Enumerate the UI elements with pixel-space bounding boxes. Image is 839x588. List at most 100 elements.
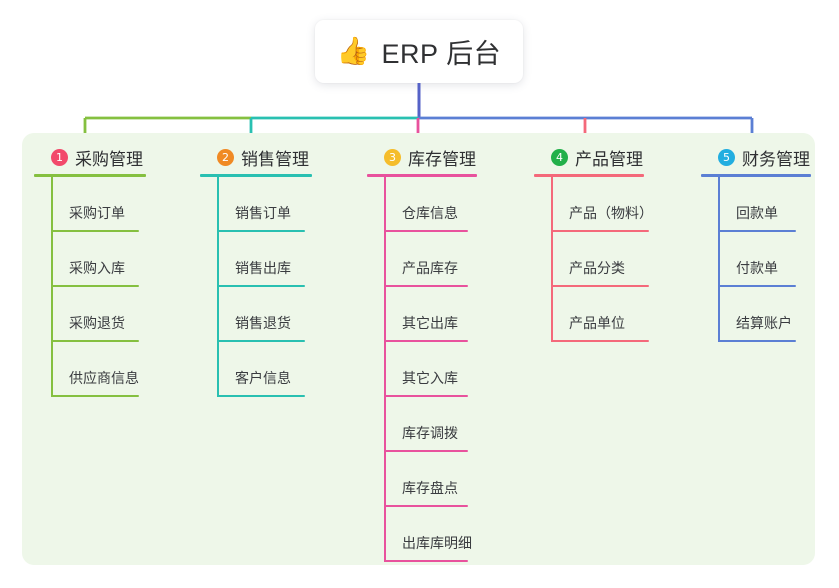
sub-item-label: 产品库存 <box>402 260 458 276</box>
branch-number-badge: 2 <box>217 148 234 166</box>
sub-item-rule <box>384 395 468 397</box>
sub-item-label: 其它入库 <box>402 370 458 386</box>
branch-spine <box>718 177 720 342</box>
sub-item-rule <box>217 230 305 232</box>
sub-item-rule <box>51 285 139 287</box>
sub-item-rule <box>384 560 468 562</box>
sub-item-rule <box>384 505 468 507</box>
sub-item-label: 供应商信息 <box>69 370 139 386</box>
branch-4: 4 产品管理产品（物料） 产品分类产品单位 <box>534 145 653 342</box>
branch-header-2[interactable]: 2 销售管理 <box>200 145 312 169</box>
sub-item-rule <box>217 285 305 287</box>
sub-item-label: 采购入库 <box>69 260 125 276</box>
sub-item[interactable]: 销售退货 <box>217 287 312 342</box>
sub-item-rule <box>384 285 468 287</box>
branch-header-rule <box>34 174 146 177</box>
sub-item-label: 采购订单 <box>69 205 125 221</box>
branch-2: 2 销售管理销售订单销售出库销售退货客户信息 <box>200 145 312 397</box>
sub-item-label: 库存盘点 <box>402 480 458 496</box>
branch-header-rule <box>200 174 312 177</box>
sub-item[interactable]: 产品库存 <box>384 232 477 287</box>
branch-spine <box>51 177 53 397</box>
sub-item[interactable]: 产品（物料） <box>551 177 653 232</box>
branch-title: 销售管理 <box>241 149 309 169</box>
sub-item-label: 客户信息 <box>235 370 291 386</box>
sub-item-label: 产品单位 <box>569 315 625 331</box>
sub-item-label: 产品（物料） <box>569 205 653 221</box>
branch-3: 3 库存管理仓库信息产品库存其它出库其它入库库存调拨库存盘点出库库明细 <box>367 145 477 562</box>
sub-item-rule <box>718 230 796 232</box>
branch-title: 库存管理 <box>408 149 476 169</box>
branches-panel <box>22 133 815 565</box>
sub-item[interactable]: 供应商信息 <box>51 342 146 397</box>
sub-item[interactable]: 销售出库 <box>217 232 312 287</box>
branch-header-rule <box>701 174 811 177</box>
sub-item-rule <box>51 340 139 342</box>
branch-header-4[interactable]: 4 产品管理 <box>534 145 644 169</box>
sub-item-rule <box>384 450 468 452</box>
branch-header-rule <box>534 174 644 177</box>
branch-sub-list: 仓库信息产品库存其它出库其它入库库存调拨库存盘点出库库明细 <box>384 177 477 562</box>
sub-item[interactable]: 采购入库 <box>51 232 146 287</box>
sub-item[interactable]: 客户信息 <box>217 342 312 397</box>
sub-item[interactable]: 采购订单 <box>51 177 146 232</box>
branch-header-rule <box>367 174 477 177</box>
sub-item-label: 其它出库 <box>402 315 458 331</box>
sub-item[interactable]: 采购退货 <box>51 287 146 342</box>
root-node[interactable]: 👍 ERP 后台 <box>315 20 523 83</box>
sub-item-rule <box>384 230 468 232</box>
sub-item-label: 库存调拨 <box>402 425 458 441</box>
branch-number-badge: 5 <box>718 148 735 166</box>
sub-item-label: 销售退货 <box>235 315 291 331</box>
branch-sub-list: 采购订单采购入库采购退货供应商信息 <box>51 177 146 397</box>
sub-item[interactable]: 销售订单 <box>217 177 312 232</box>
thumbs-up-icon: 👍 <box>336 36 371 66</box>
sub-item[interactable]: 其它出库 <box>384 287 477 342</box>
sub-item-rule <box>718 285 796 287</box>
sub-item[interactable]: 回款单 <box>718 177 811 232</box>
sub-item-label: 销售订单 <box>235 205 291 221</box>
sub-item-rule <box>217 340 305 342</box>
sub-item[interactable]: 出库库明细 <box>384 507 477 562</box>
sub-item[interactable]: 结算账户 <box>718 287 811 342</box>
branch-title: 产品管理 <box>575 149 643 169</box>
branch-title: 采购管理 <box>75 149 143 169</box>
branch-spine <box>551 177 553 342</box>
branch-header-3[interactable]: 3 库存管理 <box>367 145 477 169</box>
sub-item-label: 仓库信息 <box>402 205 458 221</box>
sub-item-rule <box>217 395 305 397</box>
sub-item-label: 产品分类 <box>569 260 625 276</box>
sub-item-label: 采购退货 <box>69 315 125 331</box>
branch-title: 财务管理 <box>742 149 810 169</box>
branch-header-5[interactable]: 5 财务管理 <box>701 145 811 169</box>
sub-item-label: 回款单 <box>736 205 778 221</box>
root-title: ERP 后台 <box>381 39 502 69</box>
sub-item-rule <box>551 340 649 342</box>
sub-item[interactable]: 产品单位 <box>551 287 649 342</box>
sub-item[interactable]: 仓库信息 <box>384 177 477 232</box>
sub-item-rule <box>51 230 139 232</box>
branch-spine <box>217 177 219 397</box>
sub-item[interactable]: 其它入库 <box>384 342 477 397</box>
sub-item-label: 销售出库 <box>235 260 291 276</box>
branch-number-badge: 4 <box>551 148 568 166</box>
sub-item-rule <box>718 340 796 342</box>
sub-item[interactable]: 库存盘点 <box>384 452 477 507</box>
sub-item-label: 结算账户 <box>736 315 792 331</box>
sub-item-rule <box>384 340 468 342</box>
branch-5: 5 财务管理回款单付款单结算账户 <box>701 145 811 342</box>
sub-item-rule <box>551 230 649 232</box>
branch-sub-list: 产品（物料） 产品分类产品单位 <box>551 177 653 342</box>
sub-item-label: 出库库明细 <box>402 535 472 551</box>
branch-sub-list: 回款单付款单结算账户 <box>718 177 811 342</box>
sub-item[interactable]: 产品分类 <box>551 232 649 287</box>
sub-item[interactable]: 付款单 <box>718 232 811 287</box>
branch-number-badge: 3 <box>384 148 401 166</box>
sub-item-rule <box>51 395 139 397</box>
sub-item[interactable]: 库存调拨 <box>384 397 477 452</box>
sub-item-label: 付款单 <box>736 260 778 276</box>
sub-item-rule <box>551 285 649 287</box>
